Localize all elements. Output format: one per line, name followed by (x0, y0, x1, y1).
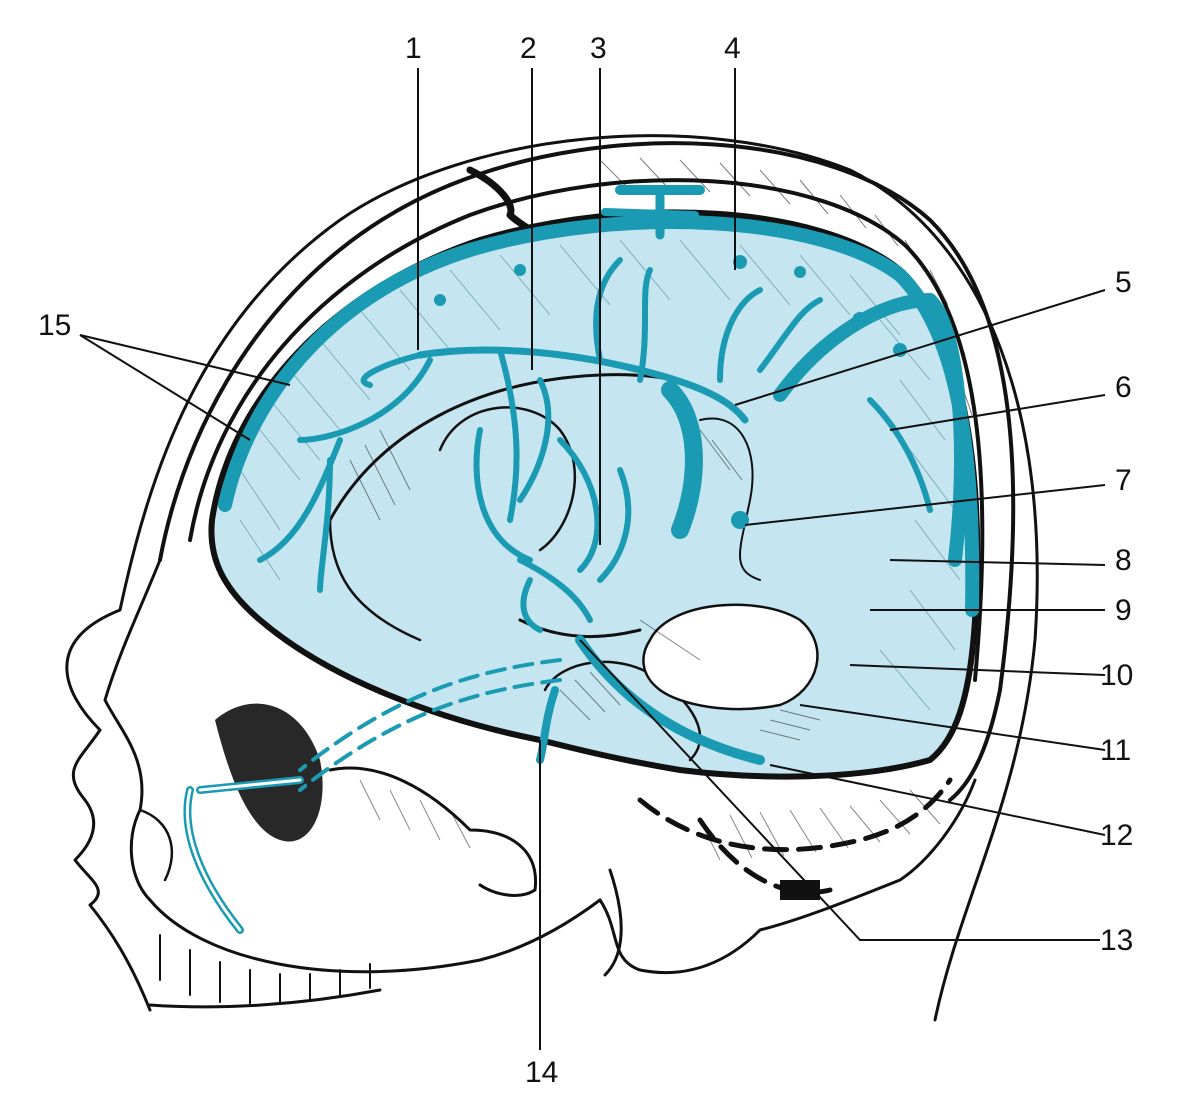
foramen-opening (642, 603, 819, 711)
skull (103, 141, 1016, 1009)
label-14: 14 (525, 1056, 558, 1089)
label-5: 5 (1115, 266, 1132, 299)
label-2: 2 (520, 32, 537, 65)
label-13: 13 (1100, 924, 1133, 957)
teeth (148, 898, 602, 1009)
label-7: 7 (1115, 464, 1132, 497)
label-1: 1 (405, 32, 422, 65)
label-3: 3 (590, 32, 607, 65)
label-10: 10 (1100, 659, 1133, 692)
label-15: 15 (38, 309, 71, 342)
label-4: 4 (724, 32, 741, 65)
labels: 1 2 3 4 5 6 7 8 9 10 11 12 13 14 15 (38, 32, 1133, 1089)
sigmoid-sinus (575, 635, 765, 765)
jugular-dashed (637, 777, 953, 900)
leader-lines (79, 68, 1106, 1050)
straight-sinus (661, 381, 703, 539)
label-6: 6 (1115, 371, 1132, 404)
inferior-sagittal-sinus (416, 346, 749, 424)
label-11: 11 (1100, 734, 1131, 767)
transverse-sinus (773, 293, 968, 567)
label-8: 8 (1115, 544, 1132, 577)
veins (183, 185, 980, 934)
label-9: 9 (1115, 594, 1132, 627)
head-outline (65, 134, 1039, 1022)
label-12: 12 (1100, 819, 1133, 852)
